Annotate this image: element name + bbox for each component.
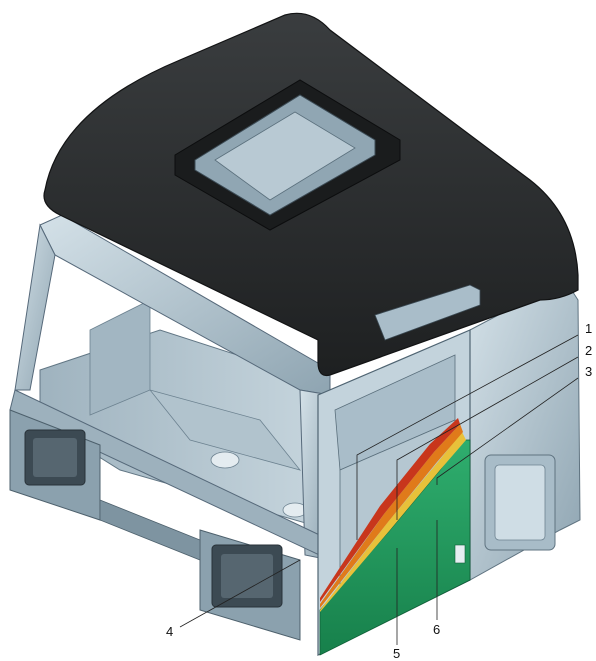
leader-line-1: [356, 334, 579, 540]
leader-lines: [179, 334, 579, 645]
lower-front-structure: [9, 409, 301, 641]
callout-numbers: 1 2 3 4 5 6: [166, 321, 592, 661]
door-reinforcement-layers: [319, 418, 471, 656]
cab-roof: [43, 12, 579, 377]
callout-6: 6: [433, 622, 440, 637]
callout-5: 5: [393, 646, 400, 661]
leader-line-3: [436, 377, 579, 485]
callout-3: 3: [585, 364, 592, 379]
leader-line-2: [396, 356, 579, 520]
side-wall: [469, 279, 581, 581]
callout-1: 1: [585, 321, 592, 336]
leader-line-4: [179, 559, 301, 628]
red-layer: [320, 418, 460, 602]
front-frame: [9, 214, 331, 561]
callout-4: 4: [166, 624, 173, 639]
orange-layer: [320, 424, 463, 608]
yellow-layer: [320, 432, 466, 612]
callout-2: 2: [585, 343, 592, 358]
